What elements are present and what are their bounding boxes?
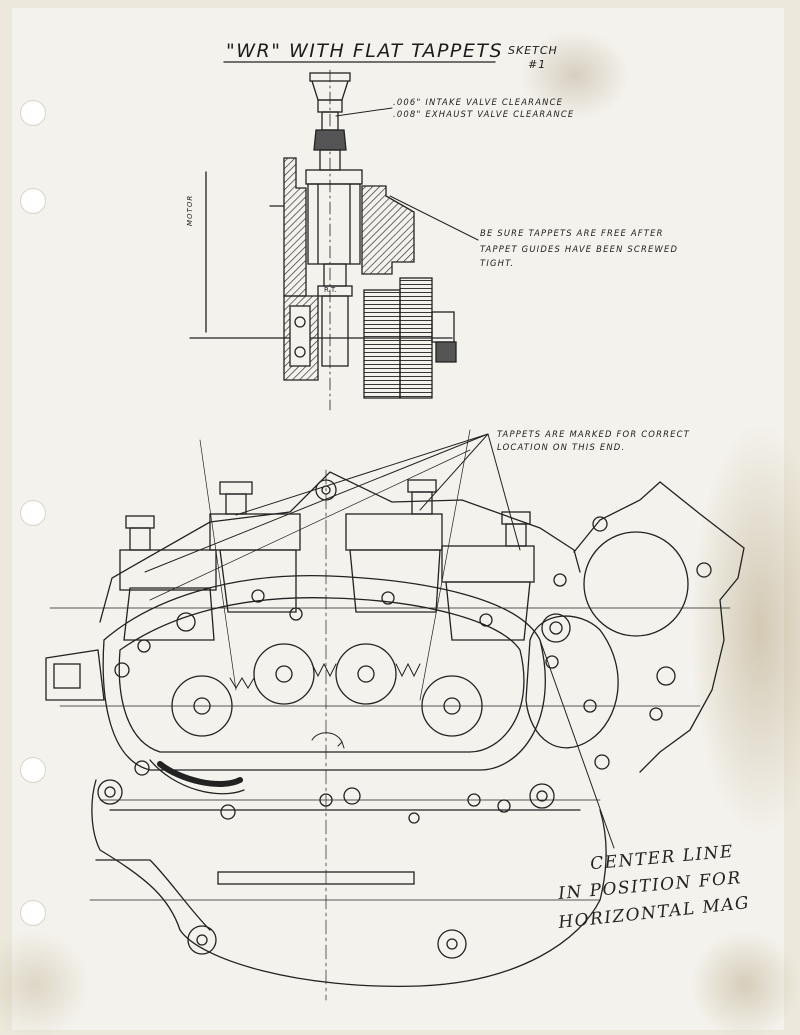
binder-hole [20, 757, 46, 783]
tappet-marking-note-line: TAPPETS ARE MARKED FOR CORRECT [497, 429, 690, 439]
tappet-guide-note-line: BE SURE TAPPETS ARE FREE AFTER [480, 228, 664, 238]
tappet-section-view [189, 69, 479, 411]
binder-hole [20, 100, 46, 126]
tappet-guide-note-line: TAPPET GUIDES HAVE BEEN SCREWED [480, 244, 679, 254]
tappet-block-4 [441, 511, 535, 641]
sketch-label: SKETCH [508, 44, 558, 57]
tappet-block-3 [345, 479, 443, 613]
binder-hole [20, 500, 46, 526]
exhaust-clearance-note: .008" EXHAUST VALVE CLEARANCE [393, 109, 575, 119]
sketch-number: #1 [528, 58, 547, 71]
crankcase-view [45, 429, 745, 1001]
tappet-mark-label: R.T. [324, 286, 337, 294]
drawing-title: "WR" WITH FLAT TAPPETS [226, 40, 504, 62]
tappet-marking-note-line: LOCATION ON THIS END. [497, 442, 626, 452]
binder-hole [20, 188, 46, 214]
tappet-guide-note-line: TIGHT. [480, 258, 515, 268]
motor-label: MOTOR [186, 194, 194, 226]
tappet-block-2 [209, 481, 301, 613]
intake-clearance-note: .006" INTAKE VALVE CLEARANCE [393, 97, 564, 107]
binder-hole [20, 900, 46, 926]
tappet-block-1 [119, 515, 217, 641]
